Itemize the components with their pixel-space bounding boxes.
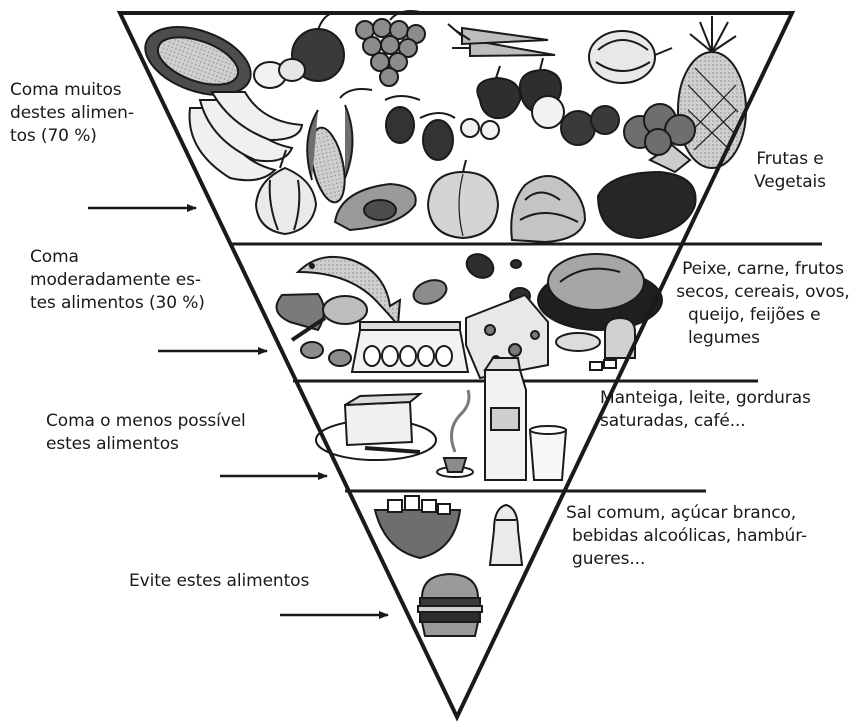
coffee-cup-icon <box>437 390 473 477</box>
tier-4-category: Sal comum, açúcar branco, bebidas alcoól… <box>566 502 807 571</box>
salt-shaker-icon <box>490 505 522 565</box>
carrot-icon <box>448 24 555 56</box>
label-line: saturadas, café... <box>600 410 811 433</box>
tomato-icon <box>561 106 619 145</box>
onion-icon <box>256 150 316 234</box>
label-line: legumes <box>668 327 858 350</box>
tier-3-category: Manteiga, leite, gorduras saturadas, caf… <box>600 387 811 433</box>
avocado-icon <box>335 184 416 230</box>
tier-3-illustrations <box>316 358 566 480</box>
label-line: tos (70 %) <box>10 125 134 148</box>
grapes-icon <box>356 11 425 86</box>
label-line: bebidas alcoólicas, hambúr- <box>566 525 807 548</box>
label-line: Peixe, carne, frutos <box>668 258 858 281</box>
label-line: Sal comum, açúcar branco, <box>566 502 807 525</box>
label-line: Coma <box>30 246 205 269</box>
label-line: tes alimentos (30 %) <box>30 292 205 315</box>
label-line: destes alimen- <box>10 102 134 125</box>
tier-1-category: Frutas e Vegetais <box>735 148 845 194</box>
apple-icon <box>254 14 344 88</box>
milk-carton-icon <box>485 358 526 480</box>
pineapple-icon <box>678 16 746 168</box>
glass-of-milk-icon <box>530 426 566 480</box>
tier-2-category: Peixe, carne, frutos secos, cereais, ovo… <box>668 258 858 350</box>
label-line: Manteiga, leite, gorduras <box>600 387 811 410</box>
label-line: Coma o menos possível <box>46 410 246 433</box>
sugar-bowl-icon <box>375 496 460 558</box>
label-line: estes alimentos <box>46 433 246 456</box>
tier-1-illustrations <box>136 11 746 242</box>
tier-4-instruction: Evite estes alimentos <box>129 570 309 593</box>
label-line: Frutas e <box>735 148 845 171</box>
hamburger-icon <box>418 574 482 636</box>
butter-icon <box>316 394 436 460</box>
label-line: moderadamente es- <box>30 269 205 292</box>
eggplant-icon <box>598 172 696 238</box>
tier-2-illustrations <box>277 249 662 378</box>
beans-icon <box>462 249 530 304</box>
label-line: Coma muitos <box>10 79 134 102</box>
onion-icon <box>589 31 672 83</box>
tier-2-instruction: Coma moderadamente es- tes alimentos (30… <box>30 246 205 315</box>
tier-3-instruction: Coma o menos possível estes alimentos <box>46 410 246 456</box>
tier-1-instruction: Coma muitos destes alimen- tos (70 %) <box>10 79 134 148</box>
label-line: Vegetais <box>735 171 845 194</box>
peach-icon <box>428 160 498 238</box>
label-line: queijo, feijões e <box>668 304 858 327</box>
label-line: gueres... <box>566 548 807 571</box>
label-line: secos, cereais, ovos, <box>668 281 858 304</box>
tier-4-illustrations <box>375 496 522 636</box>
label-line: Evite estes alimentos <box>129 570 309 593</box>
lettuce-icon <box>511 176 585 242</box>
egg-carton-icon <box>352 322 468 372</box>
corn-icon <box>305 89 372 205</box>
roast-turkey-icon <box>538 254 662 330</box>
berries-icon <box>385 96 455 160</box>
